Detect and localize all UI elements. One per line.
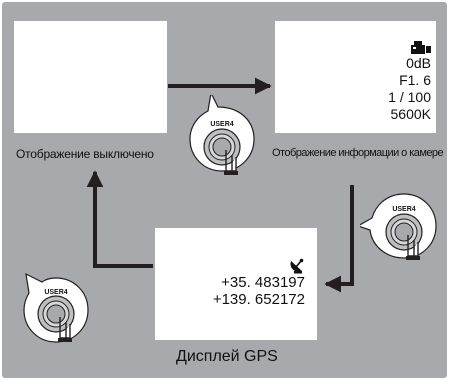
press-finger-icon	[406, 235, 420, 260]
camera-iris: F1. 6	[399, 72, 431, 88]
gps-longitude: +139. 652172	[212, 291, 305, 308]
press-finger-icon	[224, 150, 238, 175]
user4-button-left[interactable]: USER4	[12, 268, 92, 348]
user4-label: USER4	[210, 121, 233, 128]
camera-shutter: 1 / 100	[388, 89, 431, 105]
screen-gps: +35. 483197 +139. 652172	[155, 228, 317, 340]
caption-display-off: Отображение выключено	[16, 147, 154, 161]
arrow-gps-to-off	[86, 170, 153, 268]
arrow-camera-to-gps	[324, 185, 354, 293]
camera-gain: 0dB	[406, 55, 431, 71]
screen-camera-info: 0dB F1. 6 1 / 100 5600K	[275, 21, 436, 133]
press-finger-icon	[58, 317, 72, 342]
caption-gps-display: Дисплей GPS	[176, 348, 278, 365]
gps-readout: +35. 483197 +139. 652172	[213, 258, 305, 308]
user4-label: USER4	[392, 206, 415, 213]
user4-button-right[interactable]: USER4	[360, 182, 440, 262]
user4-label: USER4	[44, 289, 67, 296]
user4-button-top[interactable]: USER4	[178, 95, 258, 175]
screen-display-off	[14, 21, 167, 133]
video-camera-icon	[411, 41, 431, 54]
caption-camera-info: Отображение информации о камере	[272, 147, 444, 159]
camera-info-readout: 0dB F1. 6 1 / 100 5600K	[388, 41, 431, 123]
gps-latitude: +35. 483197	[221, 274, 305, 291]
camera-white-balance: 5600K	[390, 106, 431, 122]
satellite-dish-icon	[290, 258, 304, 274]
